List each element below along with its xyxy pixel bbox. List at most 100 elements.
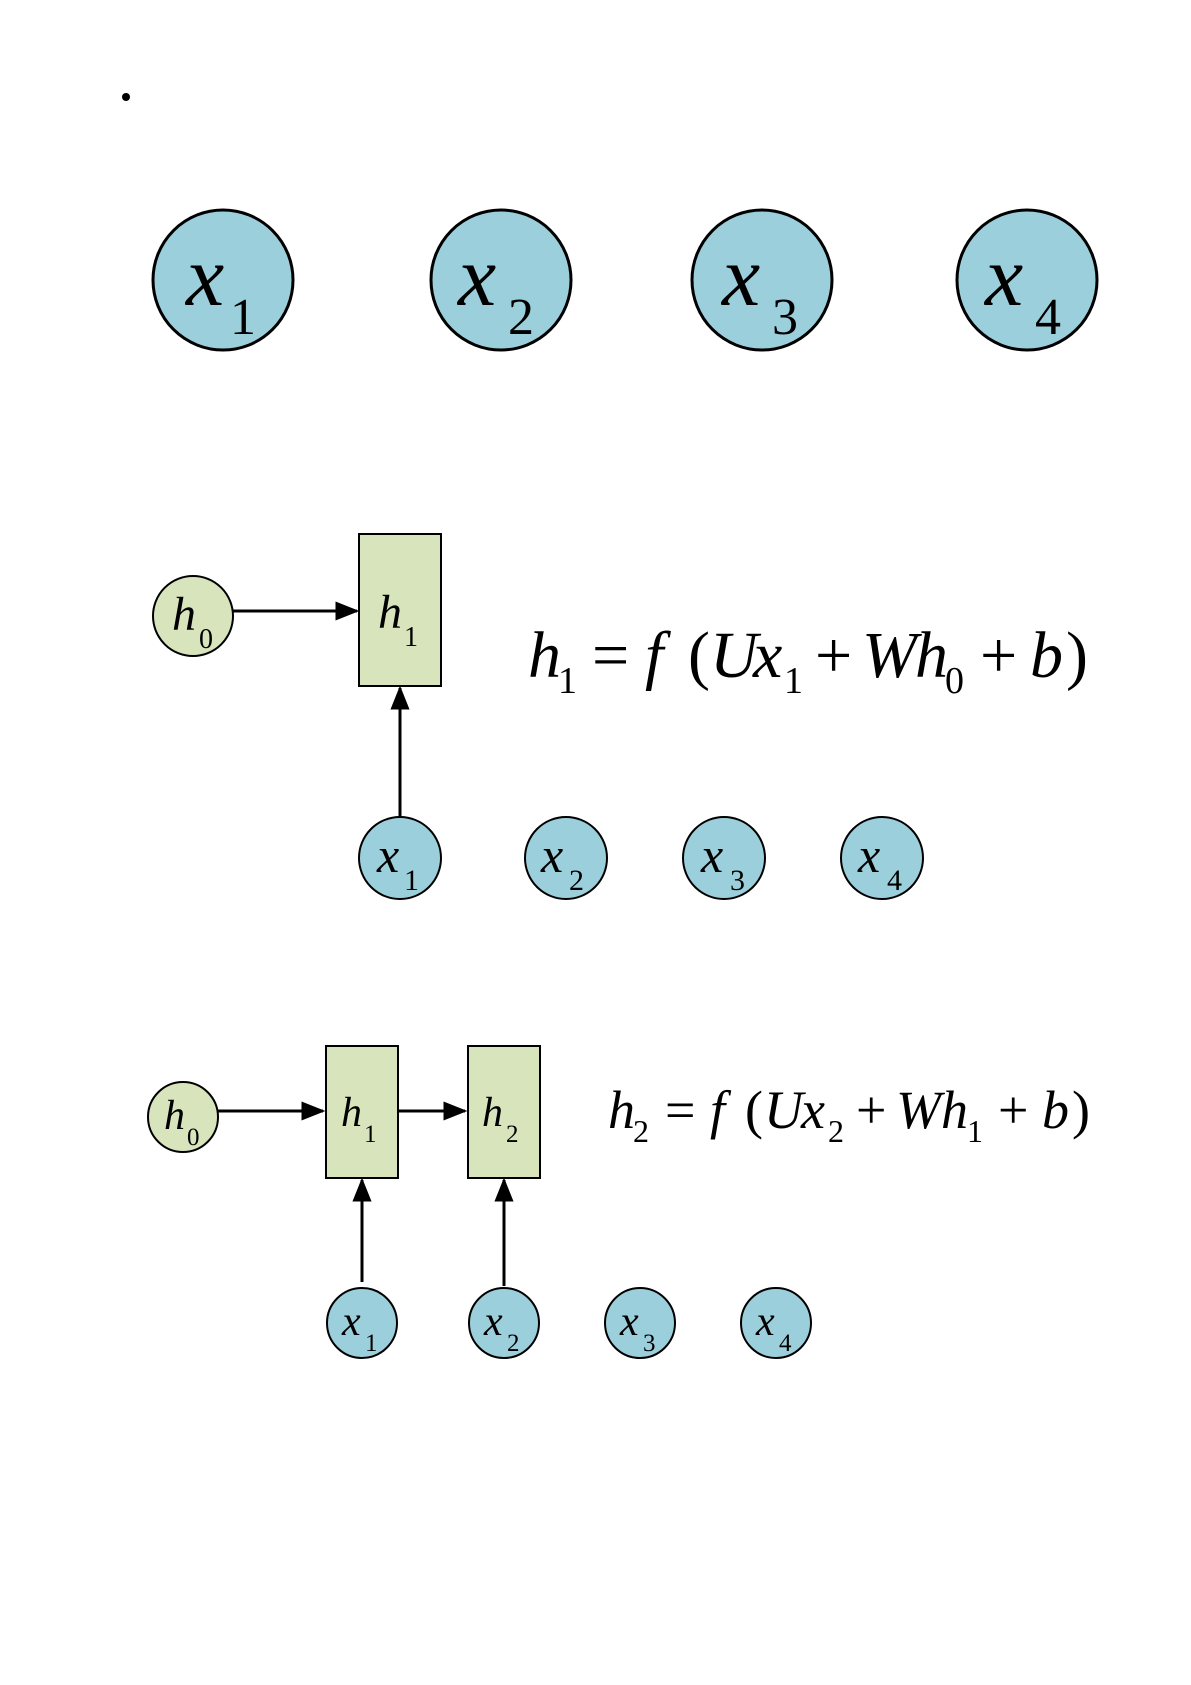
eq-var: x (752, 619, 782, 692)
row3-input-x1: x 1 (327, 1288, 397, 1358)
subscript: 4 (887, 864, 902, 897)
var-x: x (483, 1299, 503, 1345)
var-h: h (482, 1090, 503, 1136)
row1-input-x1: x 1 (153, 210, 293, 350)
row1-input-x4: x 4 (957, 210, 1097, 350)
hidden-state-box (326, 1046, 398, 1178)
row3-diagram: h 0 h 1 h 2 x 1 x 2 (148, 1046, 1090, 1358)
subscript: 4 (779, 1330, 792, 1357)
eq-var: U (764, 1080, 806, 1140)
row1-input-x2: x 2 (431, 210, 571, 350)
eq-subscript: 0 (945, 660, 964, 702)
eq-subscript: 1 (784, 660, 803, 702)
var-h: h (172, 588, 196, 641)
row2-input-x1: x 1 (359, 817, 441, 899)
var-x: x (857, 827, 880, 883)
var-h: h (378, 586, 402, 639)
subscript: 3 (643, 1330, 656, 1357)
subscript: 3 (772, 289, 798, 346)
input-node-circle (431, 210, 571, 350)
eq-paren: ) (1066, 619, 1088, 692)
input-node-circle (841, 817, 923, 899)
subscript: 1 (404, 622, 418, 653)
subscript: 1 (404, 864, 419, 897)
var-x: x (376, 827, 399, 883)
row3-h1-box: h 1 (326, 1046, 398, 1178)
row3-equation: h 2 = f ( U x 2 + W h 1 + b ) (608, 1080, 1090, 1149)
row2-input-x4: x 4 (841, 817, 923, 899)
eq-operator: + (998, 1080, 1028, 1140)
subscript: 1 (364, 1121, 377, 1148)
eq-paren: ( (745, 1080, 763, 1140)
subscript: 0 (199, 624, 213, 655)
bullet-dot (122, 93, 130, 101)
input-node-circle (359, 817, 441, 899)
input-node-circle (957, 210, 1097, 350)
input-node-circle (741, 1288, 811, 1358)
eq-var: b (1030, 619, 1063, 692)
subscript: 4 (1035, 289, 1061, 346)
eq-var: W (862, 619, 922, 692)
row3-h0-node: h 0 (148, 1082, 218, 1152)
row1-input-x3: x 3 (692, 210, 832, 350)
row2-diagram: h 0 h 1 x 1 x 2 x 3 x (153, 534, 1088, 899)
eq-subscript: 1 (558, 660, 577, 702)
eq-var: h (608, 1080, 635, 1140)
eq-subscript: 1 (967, 1113, 983, 1149)
eq-var: f (710, 1080, 732, 1140)
eq-operator: + (815, 619, 852, 692)
eq-subscript: 2 (633, 1113, 649, 1149)
eq-operator: + (856, 1080, 886, 1140)
var-x: x (720, 228, 760, 324)
eq-operator: = (665, 1080, 695, 1140)
row2-input-x3: x 3 (683, 817, 765, 899)
row2-h1-box: h 1 (359, 534, 441, 686)
row1-inputs: x 1 x 2 x 3 x 4 (153, 210, 1097, 350)
eq-subscript: 2 (828, 1113, 844, 1149)
eq-var: x (800, 1080, 825, 1140)
var-x: x (341, 1299, 361, 1345)
eq-operator: + (980, 619, 1017, 692)
var-h: h (164, 1093, 185, 1139)
var-x: x (456, 228, 496, 324)
eq-var: b (1042, 1080, 1069, 1140)
row3-input-x4: x 4 (741, 1288, 811, 1358)
subscript: 2 (508, 289, 534, 346)
eq-var: W (896, 1080, 946, 1140)
input-node-circle (469, 1288, 539, 1358)
input-node-circle (605, 1288, 675, 1358)
subscript: 2 (507, 1330, 520, 1357)
var-x: x (540, 827, 563, 883)
subscript: 2 (506, 1121, 519, 1148)
row3-h2-box: h 2 (468, 1046, 540, 1178)
row2-equation: h 1 = f ( U x 1 + W h 0 + b ) (528, 619, 1088, 702)
eq-var: f (645, 619, 671, 692)
subscript: 1 (365, 1330, 378, 1357)
row2-h0-node: h 0 (153, 576, 233, 656)
eq-paren: ) (1072, 1080, 1090, 1140)
input-node-circle (683, 817, 765, 899)
subscript: 0 (187, 1124, 200, 1151)
eq-var: h (528, 619, 561, 692)
row3-input-x2: x 2 (469, 1288, 539, 1358)
var-x: x (755, 1299, 775, 1345)
row2-input-x2: x 2 (525, 817, 607, 899)
input-node-circle (692, 210, 832, 350)
var-x: x (184, 228, 224, 324)
hidden-state-box (468, 1046, 540, 1178)
eq-var: h (941, 1080, 968, 1140)
subscript: 3 (730, 864, 745, 897)
row3-input-x3: x 3 (605, 1288, 675, 1358)
eq-operator: = (592, 619, 629, 692)
var-x: x (700, 827, 723, 883)
subscript: 2 (569, 864, 584, 897)
subscript: 1 (230, 289, 256, 346)
input-node-circle (327, 1288, 397, 1358)
var-h: h (341, 1090, 362, 1136)
var-x: x (619, 1299, 639, 1345)
input-node-circle (525, 817, 607, 899)
eq-paren: ( (688, 619, 710, 692)
var-x: x (983, 228, 1023, 324)
eq-var: h (915, 619, 948, 692)
